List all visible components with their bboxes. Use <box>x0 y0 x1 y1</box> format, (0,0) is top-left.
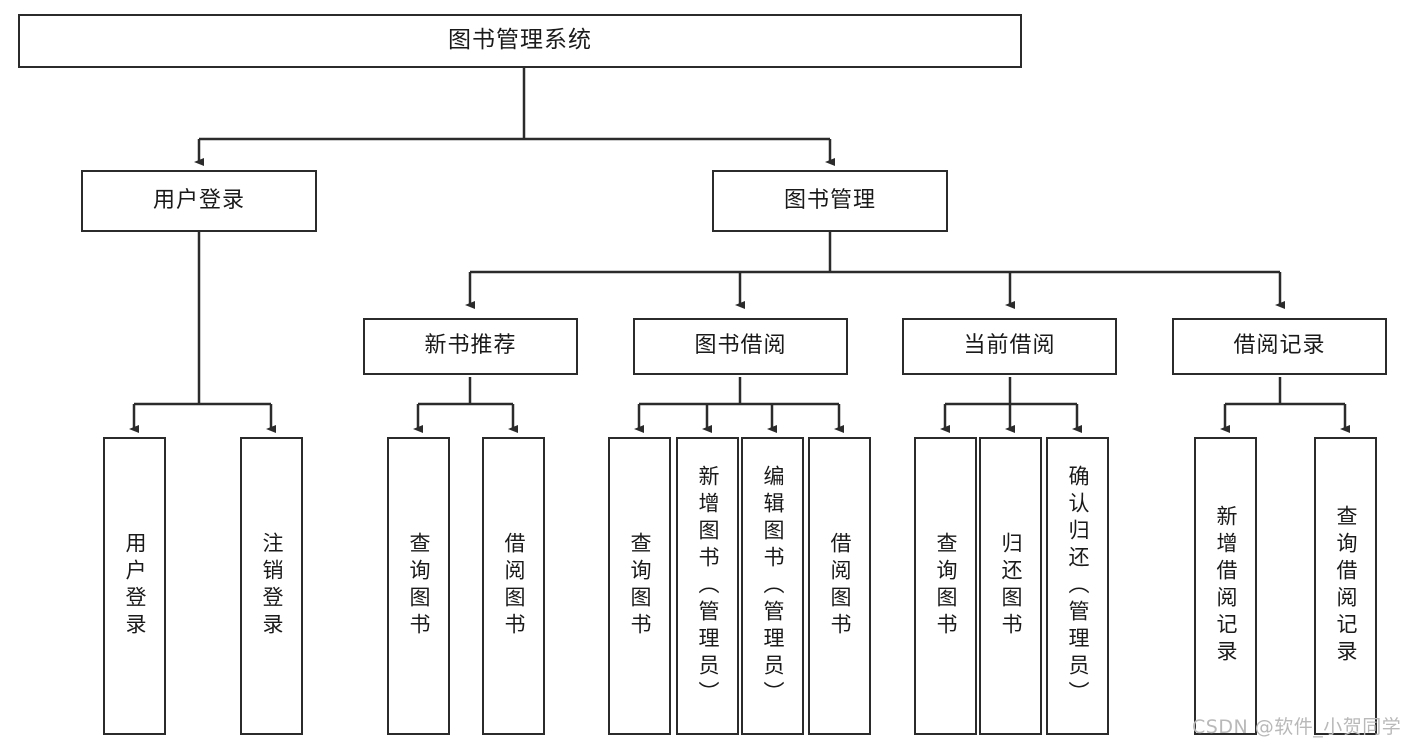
leaf-user-login-logout[interactable]: 注销登录 <box>240 437 303 735</box>
leaf-book-borrow-add[interactable]: 新增图书（管理员） <box>676 437 739 735</box>
leaf-borrow-record-query[interactable]: 查询借阅记录 <box>1314 437 1377 735</box>
leaf-borrow-record-add[interactable]: 新增借阅记录 <box>1194 437 1257 735</box>
node-label: 查询图书 <box>934 532 958 640</box>
node-label: 查询图书 <box>628 532 652 640</box>
node-label: 用户登录 <box>123 532 147 640</box>
leaf-new-book-borrow[interactable]: 借阅图书 <box>482 437 545 735</box>
node-label: 新书推荐 <box>424 333 517 359</box>
node-label: 图书借阅 <box>694 333 787 359</box>
node-current-borrow[interactable]: 当前借阅 <box>902 318 1117 375</box>
node-book-borrow[interactable]: 图书借阅 <box>633 318 848 375</box>
node-label: 注销登录 <box>260 532 284 640</box>
node-label: 图书管理 <box>783 187 876 213</box>
node-label: 确认归还（管理员） <box>1066 464 1090 708</box>
node-label: 新增借阅记录 <box>1214 505 1238 667</box>
node-book-management[interactable]: 图书管理 <box>712 170 948 232</box>
node-label: 用户登录 <box>152 187 245 213</box>
leaf-new-book-query[interactable]: 查询图书 <box>387 437 450 735</box>
node-user-login[interactable]: 用户登录 <box>81 170 317 232</box>
node-label: 借阅图书 <box>502 532 526 640</box>
leaf-current-borrow-return[interactable]: 归还图书 <box>979 437 1042 735</box>
node-borrow-record[interactable]: 借阅记录 <box>1172 318 1387 375</box>
node-label: 借阅记录 <box>1233 333 1326 359</box>
leaf-user-login-login[interactable]: 用户登录 <box>103 437 166 735</box>
leaf-current-borrow-query[interactable]: 查询图书 <box>914 437 977 735</box>
node-label: 图书管理系统 <box>448 27 592 54</box>
node-label: 借阅图书 <box>828 532 852 640</box>
node-label: 新增图书（管理员） <box>696 464 720 708</box>
node-label: 归还图书 <box>999 532 1023 640</box>
leaf-book-borrow-query[interactable]: 查询图书 <box>608 437 671 735</box>
leaf-current-borrow-confirm-return[interactable]: 确认归还（管理员） <box>1046 437 1109 735</box>
node-new-book-recommend[interactable]: 新书推荐 <box>363 318 578 375</box>
node-label: 当前借阅 <box>963 333 1056 359</box>
node-root-system[interactable]: 图书管理系统 <box>18 14 1022 68</box>
node-label: 编辑图书（管理员） <box>761 464 785 708</box>
node-label: 查询图书 <box>407 532 431 640</box>
leaf-book-borrow-borrow[interactable]: 借阅图书 <box>808 437 871 735</box>
node-label: 查询借阅记录 <box>1334 505 1358 667</box>
watermark-text: CSDN @软件_小贺同学 <box>1192 716 1402 738</box>
leaf-book-borrow-edit[interactable]: 编辑图书（管理员） <box>741 437 804 735</box>
